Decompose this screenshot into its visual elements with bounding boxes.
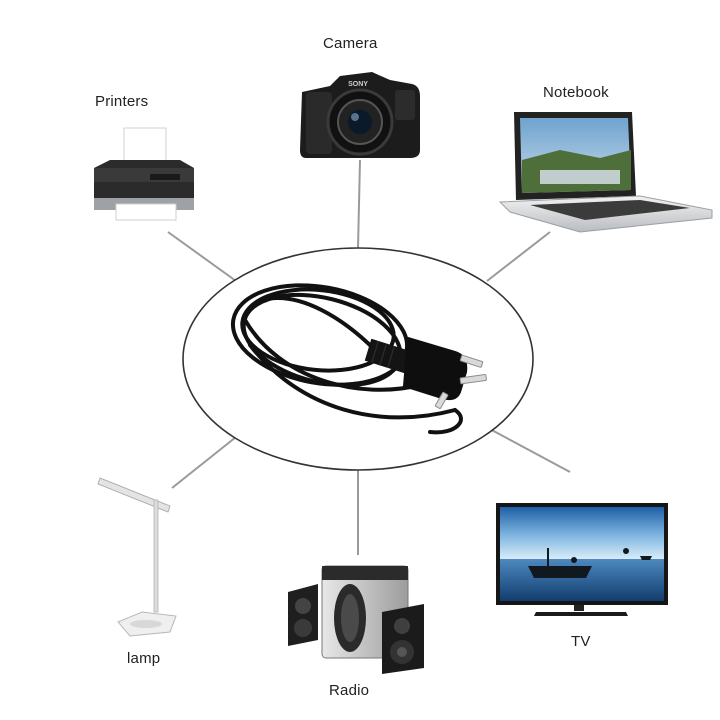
label-tv: TV — [571, 633, 591, 650]
notebook-image — [498, 112, 713, 233]
label-radio: Radio — [329, 682, 370, 699]
camera-brand-text: SONY — [348, 81, 368, 88]
power-cable-image — [230, 283, 487, 435]
center-ellipse — [182, 247, 534, 471]
printer-image — [94, 127, 194, 221]
camera-image: SONY — [300, 72, 420, 158]
radio-speakers-image — [288, 565, 424, 674]
line-lamp — [171, 436, 237, 489]
lamp-image — [97, 477, 177, 637]
line-tv — [487, 427, 571, 473]
connector-lines — [167, 159, 571, 555]
label-lamp: lamp — [127, 650, 161, 667]
line-camera — [357, 159, 361, 249]
line-printers — [167, 231, 237, 282]
line-notebook — [486, 231, 551, 282]
label-notebook: Notebook — [543, 84, 609, 101]
tv-image — [496, 503, 668, 616]
label-printers: Printers — [95, 93, 149, 110]
label-camera: Camera — [323, 35, 378, 52]
